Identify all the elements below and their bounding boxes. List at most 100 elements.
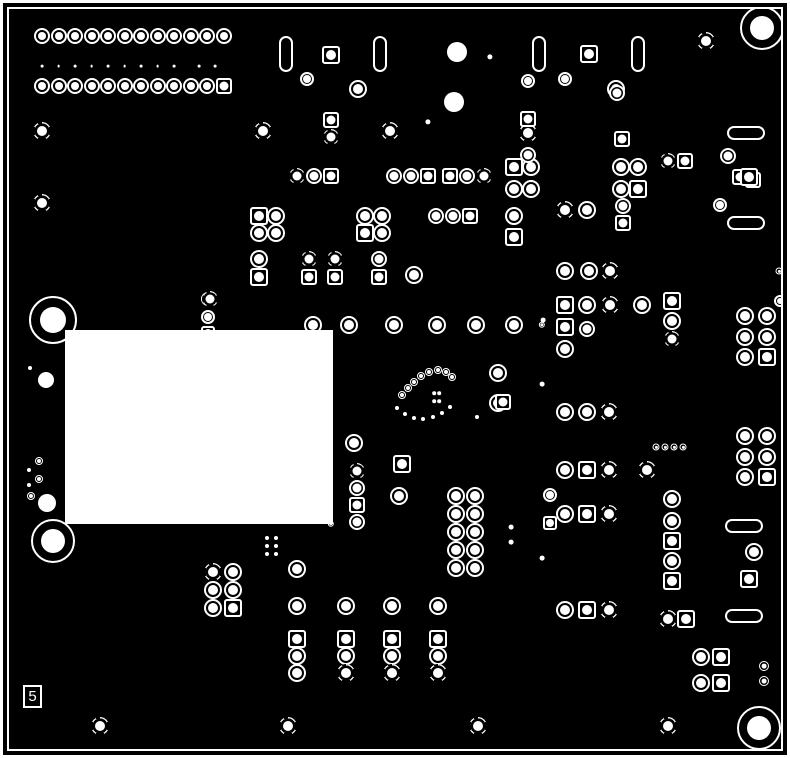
square-pad[interactable] xyxy=(556,296,574,314)
via[interactable] xyxy=(759,676,769,686)
square-pad[interactable] xyxy=(442,168,458,184)
round-pad[interactable] xyxy=(116,28,133,44)
round-pad[interactable] xyxy=(199,28,215,44)
thermal-relief-pad[interactable] xyxy=(638,461,656,479)
square-pad[interactable] xyxy=(224,599,242,617)
micro-via[interactable] xyxy=(508,539,514,545)
round-pad[interactable] xyxy=(578,403,596,421)
square-pad[interactable] xyxy=(580,45,598,63)
via[interactable] xyxy=(775,267,781,275)
via[interactable] xyxy=(398,391,406,399)
board-canvas[interactable]: 5 xyxy=(9,9,781,749)
square-pad[interactable] xyxy=(663,292,681,310)
round-pad[interactable] xyxy=(556,461,574,479)
round-pad[interactable] xyxy=(556,262,574,280)
round-pad[interactable] xyxy=(615,198,631,214)
via[interactable] xyxy=(434,366,442,374)
micro-via[interactable] xyxy=(28,366,32,370)
thermal-relief-pad[interactable] xyxy=(600,601,618,619)
round-pad[interactable] xyxy=(288,647,306,665)
micro-via[interactable] xyxy=(106,64,110,68)
micro-via[interactable] xyxy=(540,317,546,323)
round-pad[interactable] xyxy=(466,559,484,577)
round-pad[interactable] xyxy=(383,597,401,615)
round-pad[interactable] xyxy=(736,448,754,466)
square-pad[interactable] xyxy=(615,215,631,231)
round-pad[interactable] xyxy=(349,514,365,530)
slot-pad[interactable] xyxy=(373,36,387,72)
round-pad[interactable] xyxy=(736,307,754,325)
round-pad[interactable] xyxy=(758,427,776,445)
square-pad[interactable] xyxy=(383,630,401,648)
round-pad[interactable] xyxy=(445,208,461,224)
micro-via[interactable] xyxy=(274,552,278,556)
via[interactable] xyxy=(417,372,425,380)
thermal-relief-pad[interactable] xyxy=(289,168,305,184)
round-pad[interactable] xyxy=(250,224,268,242)
thermal-relief-pad[interactable] xyxy=(337,664,355,682)
square-pad[interactable] xyxy=(758,348,776,366)
thermal-relief-pad[interactable] xyxy=(476,168,492,184)
round-pad[interactable] xyxy=(428,208,444,224)
round-pad[interactable] xyxy=(609,85,625,101)
round-pad[interactable] xyxy=(100,28,116,44)
slot-pad[interactable] xyxy=(279,36,293,72)
round-pad[interactable] xyxy=(629,158,647,176)
round-pad[interactable] xyxy=(447,505,465,523)
square-pad[interactable] xyxy=(712,674,730,692)
micro-via[interactable] xyxy=(123,64,126,68)
round-pad[interactable] xyxy=(267,207,285,225)
round-pad[interactable] xyxy=(204,599,222,617)
square-pad[interactable] xyxy=(677,610,695,628)
square-pad[interactable] xyxy=(322,46,340,64)
round-pad[interactable] xyxy=(386,168,402,184)
round-pad[interactable] xyxy=(288,664,306,682)
thermal-relief-pad[interactable] xyxy=(697,32,715,50)
component-highlight-outline[interactable] xyxy=(65,330,333,524)
round-pad[interactable] xyxy=(199,78,215,94)
thermal-relief-pad[interactable] xyxy=(33,122,51,140)
square-pad[interactable] xyxy=(740,168,758,186)
mounting-hole[interactable] xyxy=(31,519,75,563)
round-pad[interactable] xyxy=(466,487,484,505)
round-pad[interactable] xyxy=(579,321,595,337)
round-pad[interactable] xyxy=(505,316,523,334)
slot-pad[interactable] xyxy=(725,519,763,533)
round-pad[interactable] xyxy=(558,72,572,86)
micro-via[interactable] xyxy=(431,415,435,419)
square-pad[interactable] xyxy=(663,532,681,550)
square-pad[interactable] xyxy=(505,158,523,176)
thermal-relief-pad[interactable] xyxy=(91,717,109,735)
micro-via[interactable] xyxy=(40,64,44,68)
round-pad[interactable] xyxy=(356,207,374,225)
via[interactable] xyxy=(652,443,660,451)
via[interactable] xyxy=(679,443,687,451)
round-pad[interactable] xyxy=(467,316,485,334)
solid-pad[interactable] xyxy=(447,42,467,62)
round-pad[interactable] xyxy=(204,581,222,599)
micro-via[interactable] xyxy=(412,416,416,420)
round-pad[interactable] xyxy=(349,80,367,98)
micro-via[interactable] xyxy=(156,64,159,68)
square-pad[interactable] xyxy=(543,516,557,530)
round-pad[interactable] xyxy=(288,597,306,615)
square-pad[interactable] xyxy=(614,131,630,147)
micro-via[interactable] xyxy=(421,417,425,421)
round-pad[interactable] xyxy=(580,262,598,280)
solid-pad[interactable] xyxy=(444,92,464,112)
micro-via[interactable] xyxy=(73,64,77,68)
round-pad[interactable] xyxy=(736,427,754,445)
round-pad[interactable] xyxy=(612,158,630,176)
micro-via[interactable] xyxy=(395,406,399,410)
square-pad[interactable] xyxy=(356,224,374,242)
micro-via[interactable] xyxy=(448,405,452,409)
square-pad[interactable] xyxy=(429,630,447,648)
round-pad[interactable] xyxy=(67,28,83,44)
round-pad[interactable] xyxy=(428,316,446,334)
slot-pad[interactable] xyxy=(725,609,763,623)
micro-via[interactable] xyxy=(432,391,436,395)
round-pad[interactable] xyxy=(250,250,268,268)
square-pad[interactable] xyxy=(520,111,536,127)
round-pad[interactable] xyxy=(505,207,523,225)
mounting-hole[interactable] xyxy=(740,9,781,50)
